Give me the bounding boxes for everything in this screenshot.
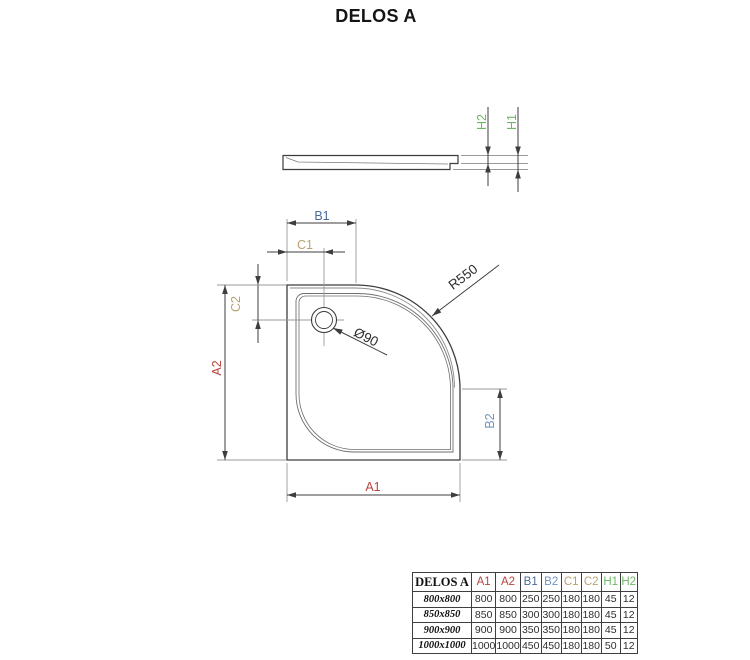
value-cell: 180 (580, 591, 602, 608)
h1-label: H1 (505, 114, 519, 130)
value-cell: 300 (519, 606, 542, 623)
dimension-b2: B2 (462, 388, 507, 461)
table-row: 1000x1000 1000 1000 450 450 180 180 50 1… (412, 637, 638, 654)
value-cell: 350 (519, 622, 542, 639)
value-cell: 50 (600, 637, 621, 654)
value-cell: 180 (580, 637, 602, 654)
side-view: H2 H1 (282, 107, 528, 192)
c1-label: C1 (297, 238, 313, 252)
value-cell: 300 (540, 606, 562, 623)
value-cell: 1000 (495, 637, 521, 654)
size-cell: 800x800 (412, 591, 472, 608)
value-cell: 180 (580, 622, 602, 639)
a1-label: A1 (365, 480, 380, 494)
dimension-c1: C1 (267, 238, 345, 255)
table-row: 850x850 850 850 300 300 180 180 45 12 (412, 606, 638, 623)
side-profile-floor-line (285, 157, 449, 165)
dimension-a2: A2 (210, 284, 286, 461)
col-header-h1: H1 (600, 572, 621, 592)
size-cell: 900x900 (412, 622, 472, 639)
h2-label: H2 (475, 114, 489, 130)
radius-label: R550 (446, 261, 481, 292)
col-header-b2: B2 (540, 572, 562, 592)
c2-label: C2 (229, 296, 243, 312)
value-cell: 45 (600, 622, 621, 639)
table-title: DELOS A (412, 572, 472, 592)
value-cell: 900 (495, 622, 521, 639)
value-cell: 180 (560, 606, 582, 623)
value-cell: 250 (540, 591, 562, 608)
dimension-c2: C2 (229, 264, 261, 343)
value-cell: 180 (560, 637, 582, 654)
value-cell: 450 (540, 637, 562, 654)
dimension-a1: A1 (286, 463, 461, 502)
dimension-b1: B1 (286, 209, 357, 283)
a2-label: A2 (210, 360, 224, 375)
drain (252, 248, 344, 346)
value-cell: 12 (619, 622, 638, 639)
side-profile-outline (282, 154, 459, 171)
tray-basin-inner-line (298, 295, 451, 450)
col-header-a2: A2 (495, 572, 521, 592)
value-cell: 450 (519, 637, 542, 654)
value-cell: 12 (619, 637, 638, 654)
value-cell: 800 (495, 591, 521, 608)
table-row: 900x900 900 900 350 350 180 180 45 12 (412, 622, 638, 639)
col-header-a1: A1 (470, 572, 497, 592)
value-cell: 12 (619, 606, 638, 623)
value-cell: 180 (580, 606, 602, 623)
value-cell: 180 (560, 622, 582, 639)
value-cell: 180 (560, 591, 582, 608)
drain-diameter-label: Ø90 (351, 325, 381, 350)
value-cell: 850 (470, 606, 497, 623)
b1-label: B1 (314, 209, 329, 223)
b2-label: B2 (483, 413, 497, 428)
value-cell: 1000 (470, 637, 497, 654)
radius-callout: R550 (431, 261, 500, 317)
drain-diameter-callout: Ø90 (332, 325, 388, 356)
col-header-h2: H2 (619, 572, 638, 592)
table-row: 800x800 800 800 250 250 180 180 45 12 (412, 591, 638, 608)
size-cell: 850x850 (412, 606, 472, 623)
size-cell: 1000x1000 (412, 637, 472, 654)
value-cell: 45 (600, 591, 621, 608)
dimension-h2: H2 (475, 107, 491, 186)
table-header-row: DELOS A A1 A2 B1 B2 C1 C2 H1 H2 (412, 572, 638, 592)
plan-view: B1 C1 C2 A2 (210, 209, 507, 502)
tray-rim-line (290, 287, 455, 388)
page-title: DELOS A (335, 6, 417, 26)
col-header-c1: C1 (560, 572, 582, 592)
value-cell: 12 (619, 591, 638, 608)
tray-outer-contour (286, 284, 461, 461)
value-cell: 900 (470, 622, 497, 639)
col-header-b1: B1 (519, 572, 542, 592)
tray-basin-outer-line (295, 293, 454, 453)
shower-tray-drawing: H2 H1 (210, 107, 528, 502)
side-extension-lines (453, 155, 528, 170)
value-cell: 350 (540, 622, 562, 639)
value-cell: 850 (495, 606, 521, 623)
value-cell: 250 (519, 591, 542, 608)
value-cell: 800 (470, 591, 497, 608)
dimensions-table: DELOS A A1 A2 B1 B2 C1 C2 H1 H2 800x800 … (412, 572, 638, 654)
col-header-c2: C2 (580, 572, 602, 592)
dimension-h1: H1 (505, 107, 521, 192)
value-cell: 45 (600, 606, 621, 623)
